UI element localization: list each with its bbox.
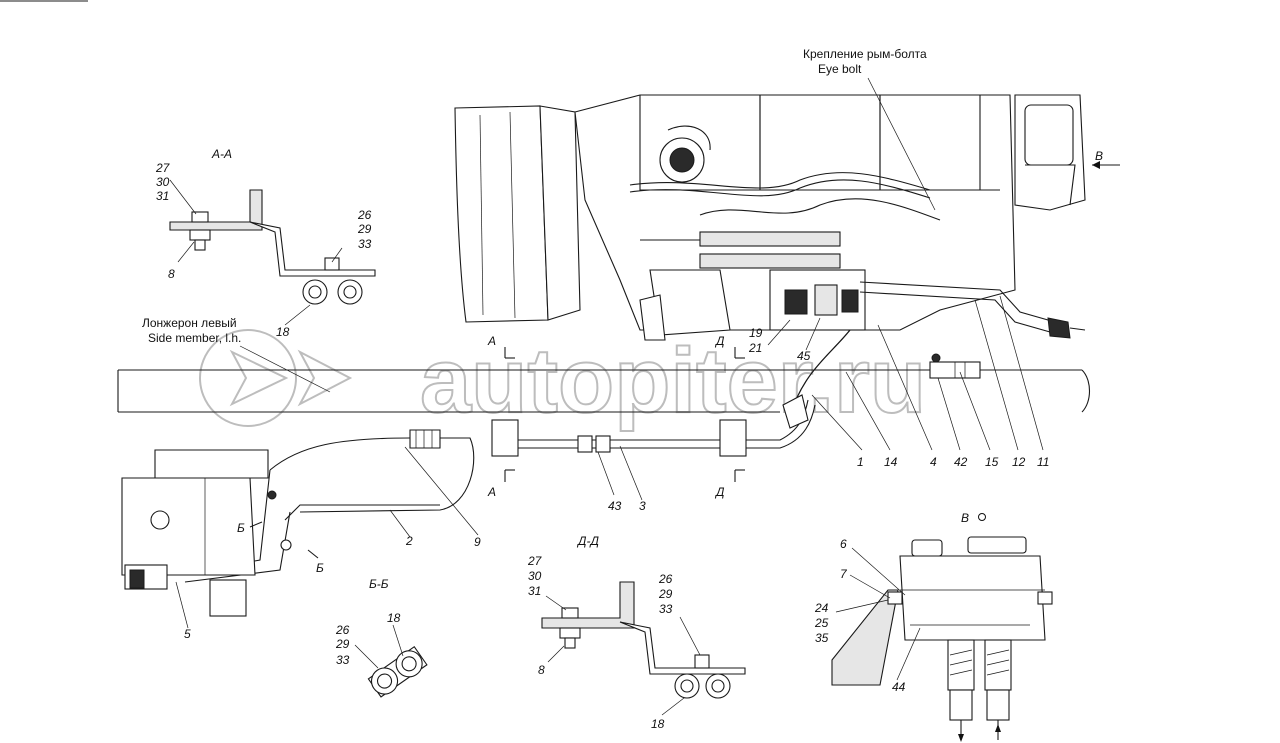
callout-42: 42 (954, 455, 968, 469)
aa-callout-31: 31 (156, 189, 169, 203)
v-callout-25: 25 (814, 616, 829, 630)
view-v: В 6 7 24 25 35 44 В (814, 149, 1103, 742)
callout-14: 14 (884, 455, 898, 469)
bb-callout-26: 26 (335, 623, 350, 637)
callout-1: 1 (857, 455, 864, 469)
eye-bolt-annotation: Крепление рым-болта Eye bolt (803, 47, 936, 211)
eye-bolt-label-en: Eye bolt (818, 62, 862, 76)
section-mark-b-bottom: Б (316, 561, 324, 575)
dd-callout-26: 26 (658, 572, 673, 586)
v-callout-24: 24 (814, 601, 829, 615)
watermark-logo-arrow-2 (297, 349, 353, 407)
side-member-label-en: Side member, l.h. (148, 331, 241, 345)
callout-19: 19 (749, 326, 763, 340)
section-dd-title: Д-Д (576, 534, 599, 548)
aa-callout-8: 8 (168, 267, 175, 281)
dd-callout-27: 27 (527, 554, 543, 568)
callout-43: 43 (608, 499, 622, 513)
dd-callout-33: 33 (659, 602, 673, 616)
aa-callout-26: 26 (357, 208, 372, 222)
section-bb: Б-Б 26 29 33 18 (335, 577, 428, 698)
callout-2: 2 (405, 534, 413, 548)
section-aa: А-А 27 30 31 8 26 29 33 18 (155, 147, 376, 339)
dd-callout-30: 30 (528, 569, 542, 583)
side-member-annotation: Лонжерон левый Side member, l.h. (142, 316, 331, 393)
callout-21: 21 (748, 341, 762, 355)
watermark-text: autopiter.ru (420, 330, 926, 432)
section-mark-a-top: А (487, 334, 496, 348)
side-member-label-ru: Лонжерон левый (142, 316, 237, 330)
v-callout-44: 44 (892, 680, 906, 694)
callout-3: 3 (639, 499, 646, 513)
main-callouts: 1 14 4 42 15 12 11 43 3 9 2 5 19 21 45 (175, 295, 1049, 641)
view-v-title: В (961, 511, 969, 525)
bb-callout-29: 29 (335, 637, 350, 651)
callout-45: 45 (797, 349, 811, 363)
callout-5: 5 (184, 627, 191, 641)
watermark-logo-arrow (229, 349, 289, 407)
aa-callout-30: 30 (156, 175, 170, 189)
section-bb-title: Б-Б (369, 577, 389, 591)
v-callout-35: 35 (815, 631, 829, 645)
dd-callout-31: 31 (528, 584, 541, 598)
section-mark-a-bottom: А (487, 485, 496, 499)
dd-callout-29: 29 (658, 587, 673, 601)
v-callout-7: 7 (840, 567, 848, 581)
callout-15: 15 (985, 455, 999, 469)
watermark-logo-circle (199, 329, 297, 427)
callout-9: 9 (474, 535, 481, 549)
callout-4: 4 (930, 455, 937, 469)
side-member-rail (117, 369, 1091, 413)
eye-bolt-label-ru: Крепление рым-болта (803, 47, 927, 61)
bb-callout-18: 18 (387, 611, 401, 625)
section-mark-d-bottom: Д (714, 485, 725, 499)
aa-callout-29: 29 (357, 222, 372, 236)
callout-11: 11 (1037, 455, 1049, 469)
steering-pump (121, 449, 292, 617)
v-callout-6: 6 (840, 537, 847, 551)
dd-callout-8: 8 (538, 663, 545, 677)
dd-callout-18: 18 (651, 717, 665, 731)
aa-callout-27: 27 (155, 161, 171, 175)
bb-callout-33: 33 (336, 653, 350, 667)
section-aa-title: А-А (211, 147, 232, 161)
aa-callout-18: 18 (276, 325, 290, 339)
callout-12: 12 (1012, 455, 1026, 469)
view-v-mark: В (1095, 149, 1103, 163)
section-dd: Д-Д 27 30 31 8 26 29 33 18 (527, 534, 746, 731)
section-marks: А А Д Д Б Б (237, 334, 745, 575)
engine-assembly (454, 94, 1120, 379)
aa-callout-33: 33 (358, 237, 372, 251)
section-mark-d-top: Д (714, 334, 725, 348)
section-mark-b-top: Б (237, 521, 245, 535)
watermark: autopiter.ru (199, 329, 927, 433)
